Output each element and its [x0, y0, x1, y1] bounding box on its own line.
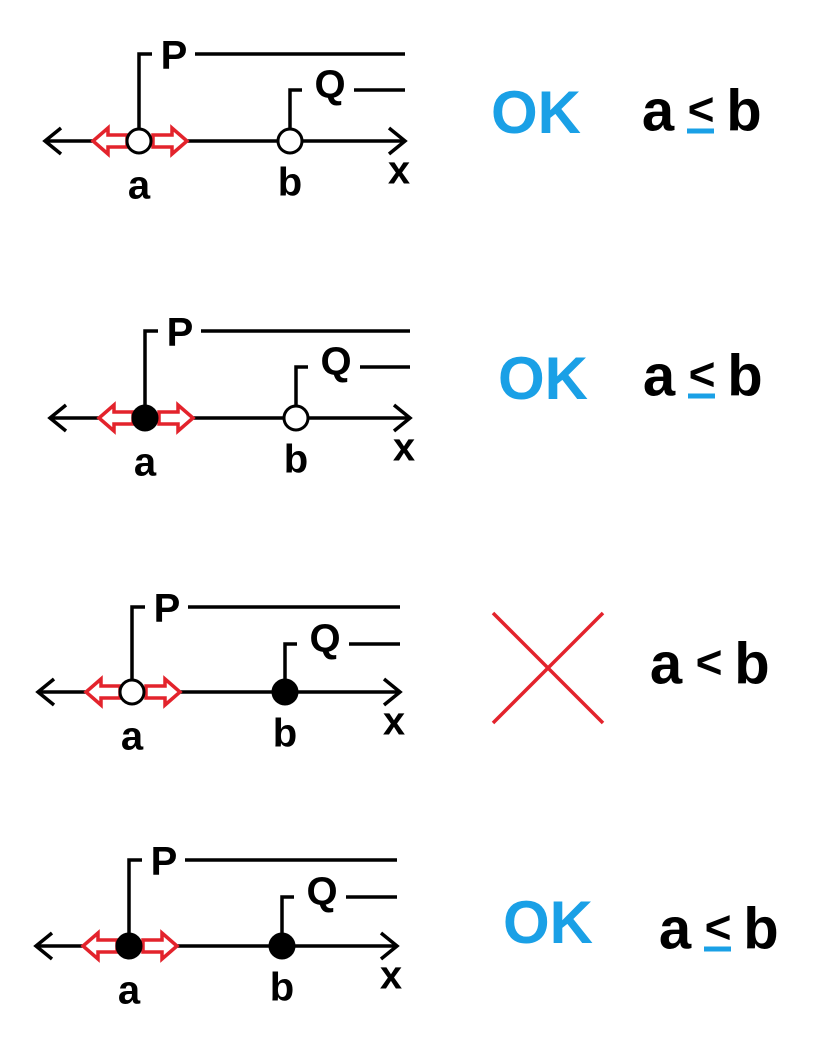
relation-right: b: [727, 343, 762, 408]
q-bracket: [288, 88, 302, 141]
q-bracket: [294, 365, 308, 418]
point-b: [276, 127, 304, 155]
ok-verdict: OK: [503, 889, 593, 956]
relation-left: a: [650, 631, 683, 696]
relation-left: a: [642, 78, 675, 143]
relation-right: b: [743, 896, 778, 961]
q-bracket: [283, 642, 297, 692]
p-label: P: [154, 587, 181, 631]
left-arrowhead: [42, 126, 63, 156]
relation-left: a: [659, 896, 692, 961]
b-label: b: [273, 712, 297, 756]
relation-operator: <: [688, 83, 715, 135]
right-arrowhead: [379, 931, 400, 961]
p-bracket: [130, 605, 145, 692]
ok-verdict: OK: [491, 79, 581, 146]
relation-operator: <: [705, 901, 732, 953]
point-a: [115, 932, 143, 960]
p-bracket: [127, 858, 142, 946]
relation-right: b: [734, 631, 769, 696]
right-arrowhead: [387, 126, 408, 156]
left-hollow-arrow-icon: [90, 124, 129, 158]
q-label: Q: [309, 617, 340, 661]
b-label: b: [270, 966, 294, 1010]
q-label: Q: [320, 340, 351, 384]
p-label: P: [151, 840, 178, 884]
left-hollow-arrow-icon: [80, 929, 119, 963]
p-bracket: [143, 329, 158, 418]
relation: a<b: [642, 78, 762, 143]
a-label: a: [121, 715, 144, 759]
relation: a<b: [643, 343, 763, 408]
left-arrowhead: [47, 403, 68, 433]
relation: a<b: [650, 631, 770, 696]
relation: a<b: [659, 896, 779, 961]
p-bracket: [137, 52, 152, 141]
right-hollow-arrow-icon: [151, 124, 190, 158]
point-b: [271, 678, 299, 706]
point-a: [118, 678, 146, 706]
x-axis-label: x: [388, 149, 410, 193]
ok-verdict: OK: [498, 345, 588, 412]
relation-operator: <: [689, 348, 716, 400]
right-arrowhead: [392, 403, 413, 433]
q-label: Q: [314, 63, 345, 107]
relation-left: a: [643, 343, 676, 408]
x-axis-label: x: [383, 700, 405, 744]
x-axis-label: x: [393, 426, 415, 470]
q-bracket: [280, 895, 294, 946]
relation-operator: <: [696, 636, 723, 688]
point-a: [125, 127, 153, 155]
left-arrowhead: [33, 931, 54, 961]
x-axis-label: x: [380, 954, 402, 998]
p-label: P: [161, 34, 188, 78]
left-arrowhead: [35, 677, 56, 707]
relation-right: b: [726, 78, 761, 143]
a-label: a: [118, 969, 141, 1013]
p-label: P: [167, 311, 194, 355]
a-label: a: [134, 441, 157, 485]
b-label: b: [278, 161, 302, 205]
point-a: [131, 404, 159, 432]
right-hollow-arrow-icon: [157, 401, 196, 435]
b-label: b: [284, 438, 308, 482]
a-label: a: [128, 164, 151, 208]
cross-icon: [491, 611, 605, 725]
point-b: [282, 404, 310, 432]
right-hollow-arrow-icon: [144, 675, 183, 709]
left-hollow-arrow-icon: [96, 401, 135, 435]
right-arrowhead: [382, 677, 403, 707]
left-hollow-arrow-icon: [83, 675, 122, 709]
right-hollow-arrow-icon: [141, 929, 180, 963]
point-b: [268, 932, 296, 960]
q-label: Q: [306, 870, 337, 914]
